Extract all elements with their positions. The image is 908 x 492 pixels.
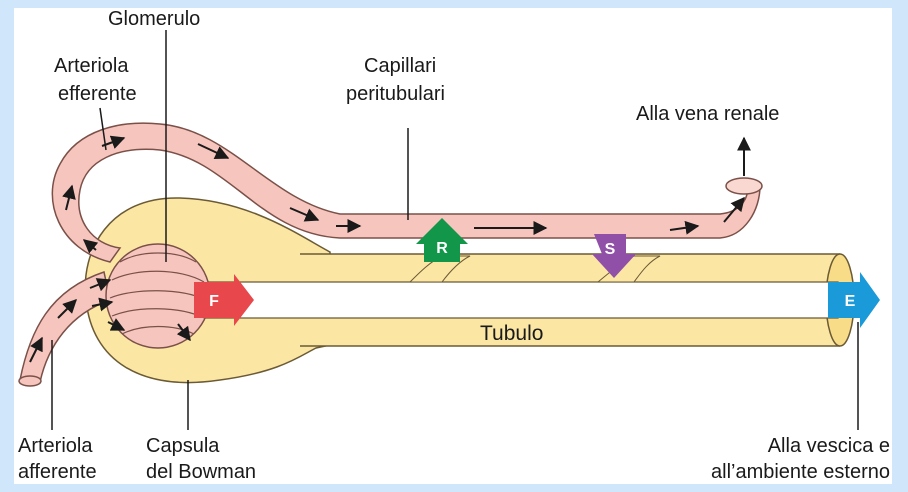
- efferent-label-line2: efferente: [58, 83, 137, 105]
- excretion-label: E: [845, 293, 856, 310]
- vein-opening: [726, 178, 762, 194]
- bladder-label-line1: Alla vescica e: [768, 435, 890, 457]
- capillaries-label-line2: peritubulari: [346, 83, 445, 105]
- secretion-label: S: [605, 241, 616, 258]
- capsule-label-line2: del Bowman: [146, 461, 256, 483]
- capillaries-label-line1: Capillari: [364, 55, 436, 77]
- capsule-label-line1: Capsula: [146, 435, 220, 457]
- tubule-lumen: [196, 282, 838, 318]
- reabsorption-label: R: [436, 240, 448, 257]
- renal-vein-label: Alla vena renale: [636, 103, 779, 125]
- tubule-label: Tubulo: [480, 322, 543, 345]
- glomerulus-label: Glomerulo: [108, 8, 200, 30]
- bladder-label-line2: all’ambiente esterno: [711, 461, 890, 483]
- afferent-label-line2: afferente: [18, 461, 97, 483]
- efferent-label-line1: Arteriola: [54, 55, 129, 77]
- filtration-label: F: [209, 293, 219, 310]
- afferent-label-line1: Arteriola: [18, 435, 93, 457]
